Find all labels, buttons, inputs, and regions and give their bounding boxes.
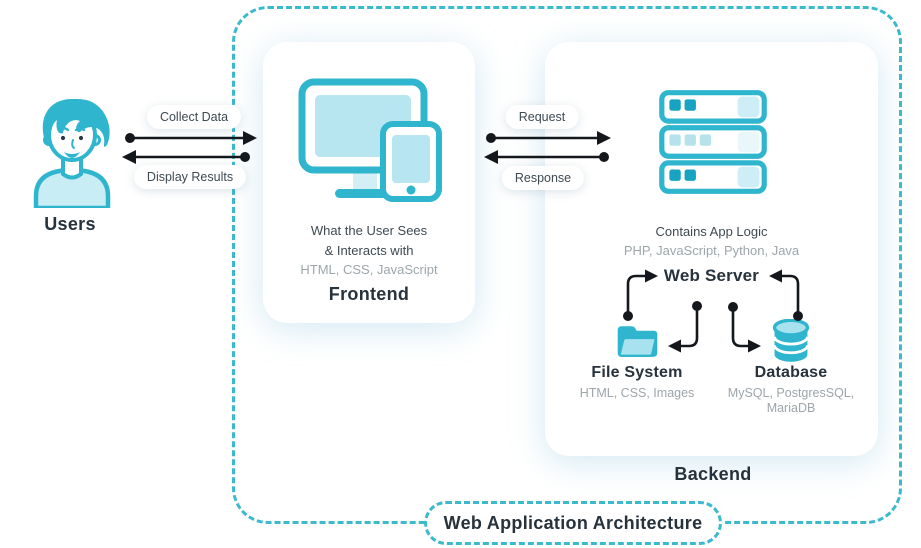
database-group: Database MySQL, PostgresSQL, MariaDB xyxy=(728,364,854,416)
backend-tech-text: PHP, JavaScript, Python, Java xyxy=(623,243,800,258)
database-tech-line2: MariaDB xyxy=(766,401,816,415)
backend-description: Contains App Logic xyxy=(655,224,768,239)
devices-icon xyxy=(295,75,445,203)
backend-label: Backend xyxy=(674,464,752,484)
request-label: Request xyxy=(505,105,579,129)
frontend-card: What the User Sees & Interacts with HTML… xyxy=(263,42,475,323)
file-system-label: File System xyxy=(591,364,683,381)
file-system-tech: HTML, CSS, Images xyxy=(579,386,695,400)
frontend-description-line2: & Interacts with xyxy=(324,243,414,258)
users-label: Users xyxy=(44,214,96,234)
display-results-label: Display Results xyxy=(133,165,247,189)
web-server-label: Web Server xyxy=(663,266,760,285)
collect-data-label: Collect Data xyxy=(146,105,242,129)
database-icon xyxy=(771,318,811,364)
database-tech-line1: MySQL, PostgresSQL, xyxy=(727,386,855,400)
frontend-title: Frontend xyxy=(328,284,410,304)
folder-icon xyxy=(615,323,660,361)
diagram-title-pill: Web Application Architecture xyxy=(424,501,722,545)
response-label: Response xyxy=(501,166,585,190)
diagram-title: Web Application Architecture xyxy=(443,512,703,533)
database-label: Database xyxy=(754,364,828,381)
frontend-tech-text: HTML, CSS, JavaScript xyxy=(300,262,438,277)
user-icon xyxy=(30,92,114,211)
file-system-group: File System HTML, CSS, Images xyxy=(580,364,695,401)
frontend-description-line1: What the User Sees xyxy=(310,223,428,238)
server-icon xyxy=(658,86,768,198)
backend-card: Contains App Logic PHP, JavaScript, Pyth… xyxy=(545,42,878,456)
